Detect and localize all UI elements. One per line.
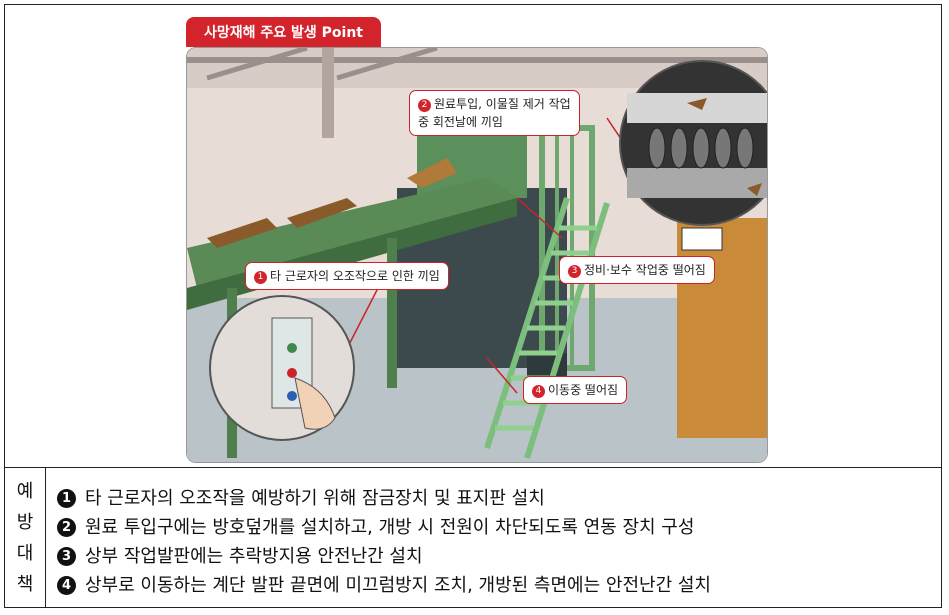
callout-number-3: 3 xyxy=(568,265,581,278)
callout-4-text: 이동중 떨어짐 xyxy=(548,383,619,397)
prevention-item: 3 상부 작업발판에는 추락방지용 안전난간 설치 xyxy=(57,542,931,571)
prevention-item: 2 원료 투입구에는 방호덮개를 설치하고, 개방 시 전원이 차단되도록 연동… xyxy=(57,513,931,542)
callout-number-2: 2 xyxy=(418,99,431,112)
header-tab: 사망재해 주요 발생 Point xyxy=(186,17,381,47)
document-frame: 사망재해 주요 발생 Point xyxy=(4,4,942,608)
item-number: 1 xyxy=(57,489,76,508)
prevention-list: 1 타 근로자의 오조작을 예방하기 위해 잠금장치 및 표지판 설치 2 원료… xyxy=(57,484,931,600)
side-char-1: 예 xyxy=(16,481,34,502)
callout-2-line1: 원료투입, 이물질 제거 작업 xyxy=(434,97,571,111)
side-char-2: 방 xyxy=(16,512,34,533)
item-text: 상부로 이동하는 계단 발판 끝면에 미끄럼방지 조치, 개방된 측면에는 안전… xyxy=(85,575,711,596)
callout-1-text: 타 근로자의 오조작으로 인한 끼임 xyxy=(270,269,440,283)
callout-number-4: 4 xyxy=(532,385,545,398)
prevention-section: 예 방 대 책 1 타 근로자의 오조작을 예방하기 위해 잠금장치 및 표지판… xyxy=(5,468,941,608)
item-text: 상부 작업발판에는 추락방지용 안전난간 설치 xyxy=(85,546,423,567)
side-char-3: 대 xyxy=(16,543,34,564)
side-char-4: 책 xyxy=(16,574,34,595)
item-text: 원료 투입구에는 방호덮개를 설치하고, 개방 시 전원이 차단되도록 연동 장… xyxy=(85,517,695,538)
illustration-area: 사망재해 주요 발생 Point xyxy=(5,5,941,468)
prevention-item: 1 타 근로자의 오조작을 예방하기 위해 잠금장치 및 표지판 설치 xyxy=(57,484,931,513)
callout-number-1: 1 xyxy=(254,271,267,284)
callout-2-line2: 중 회전날에 끼임 xyxy=(418,115,503,129)
callout-3-text: 정비·보수 작업중 떨어짐 xyxy=(584,263,706,277)
item-number: 4 xyxy=(57,576,76,595)
prevention-side-label: 예 방 대 책 xyxy=(5,468,46,608)
item-number: 2 xyxy=(57,518,76,537)
item-text: 타 근로자의 오조작을 예방하기 위해 잠금장치 및 표지판 설치 xyxy=(85,488,545,509)
item-number: 3 xyxy=(57,547,76,566)
prevention-item: 4 상부로 이동하는 계단 발판 끝면에 미끄럼방지 조치, 개방된 측면에는 … xyxy=(57,571,931,600)
